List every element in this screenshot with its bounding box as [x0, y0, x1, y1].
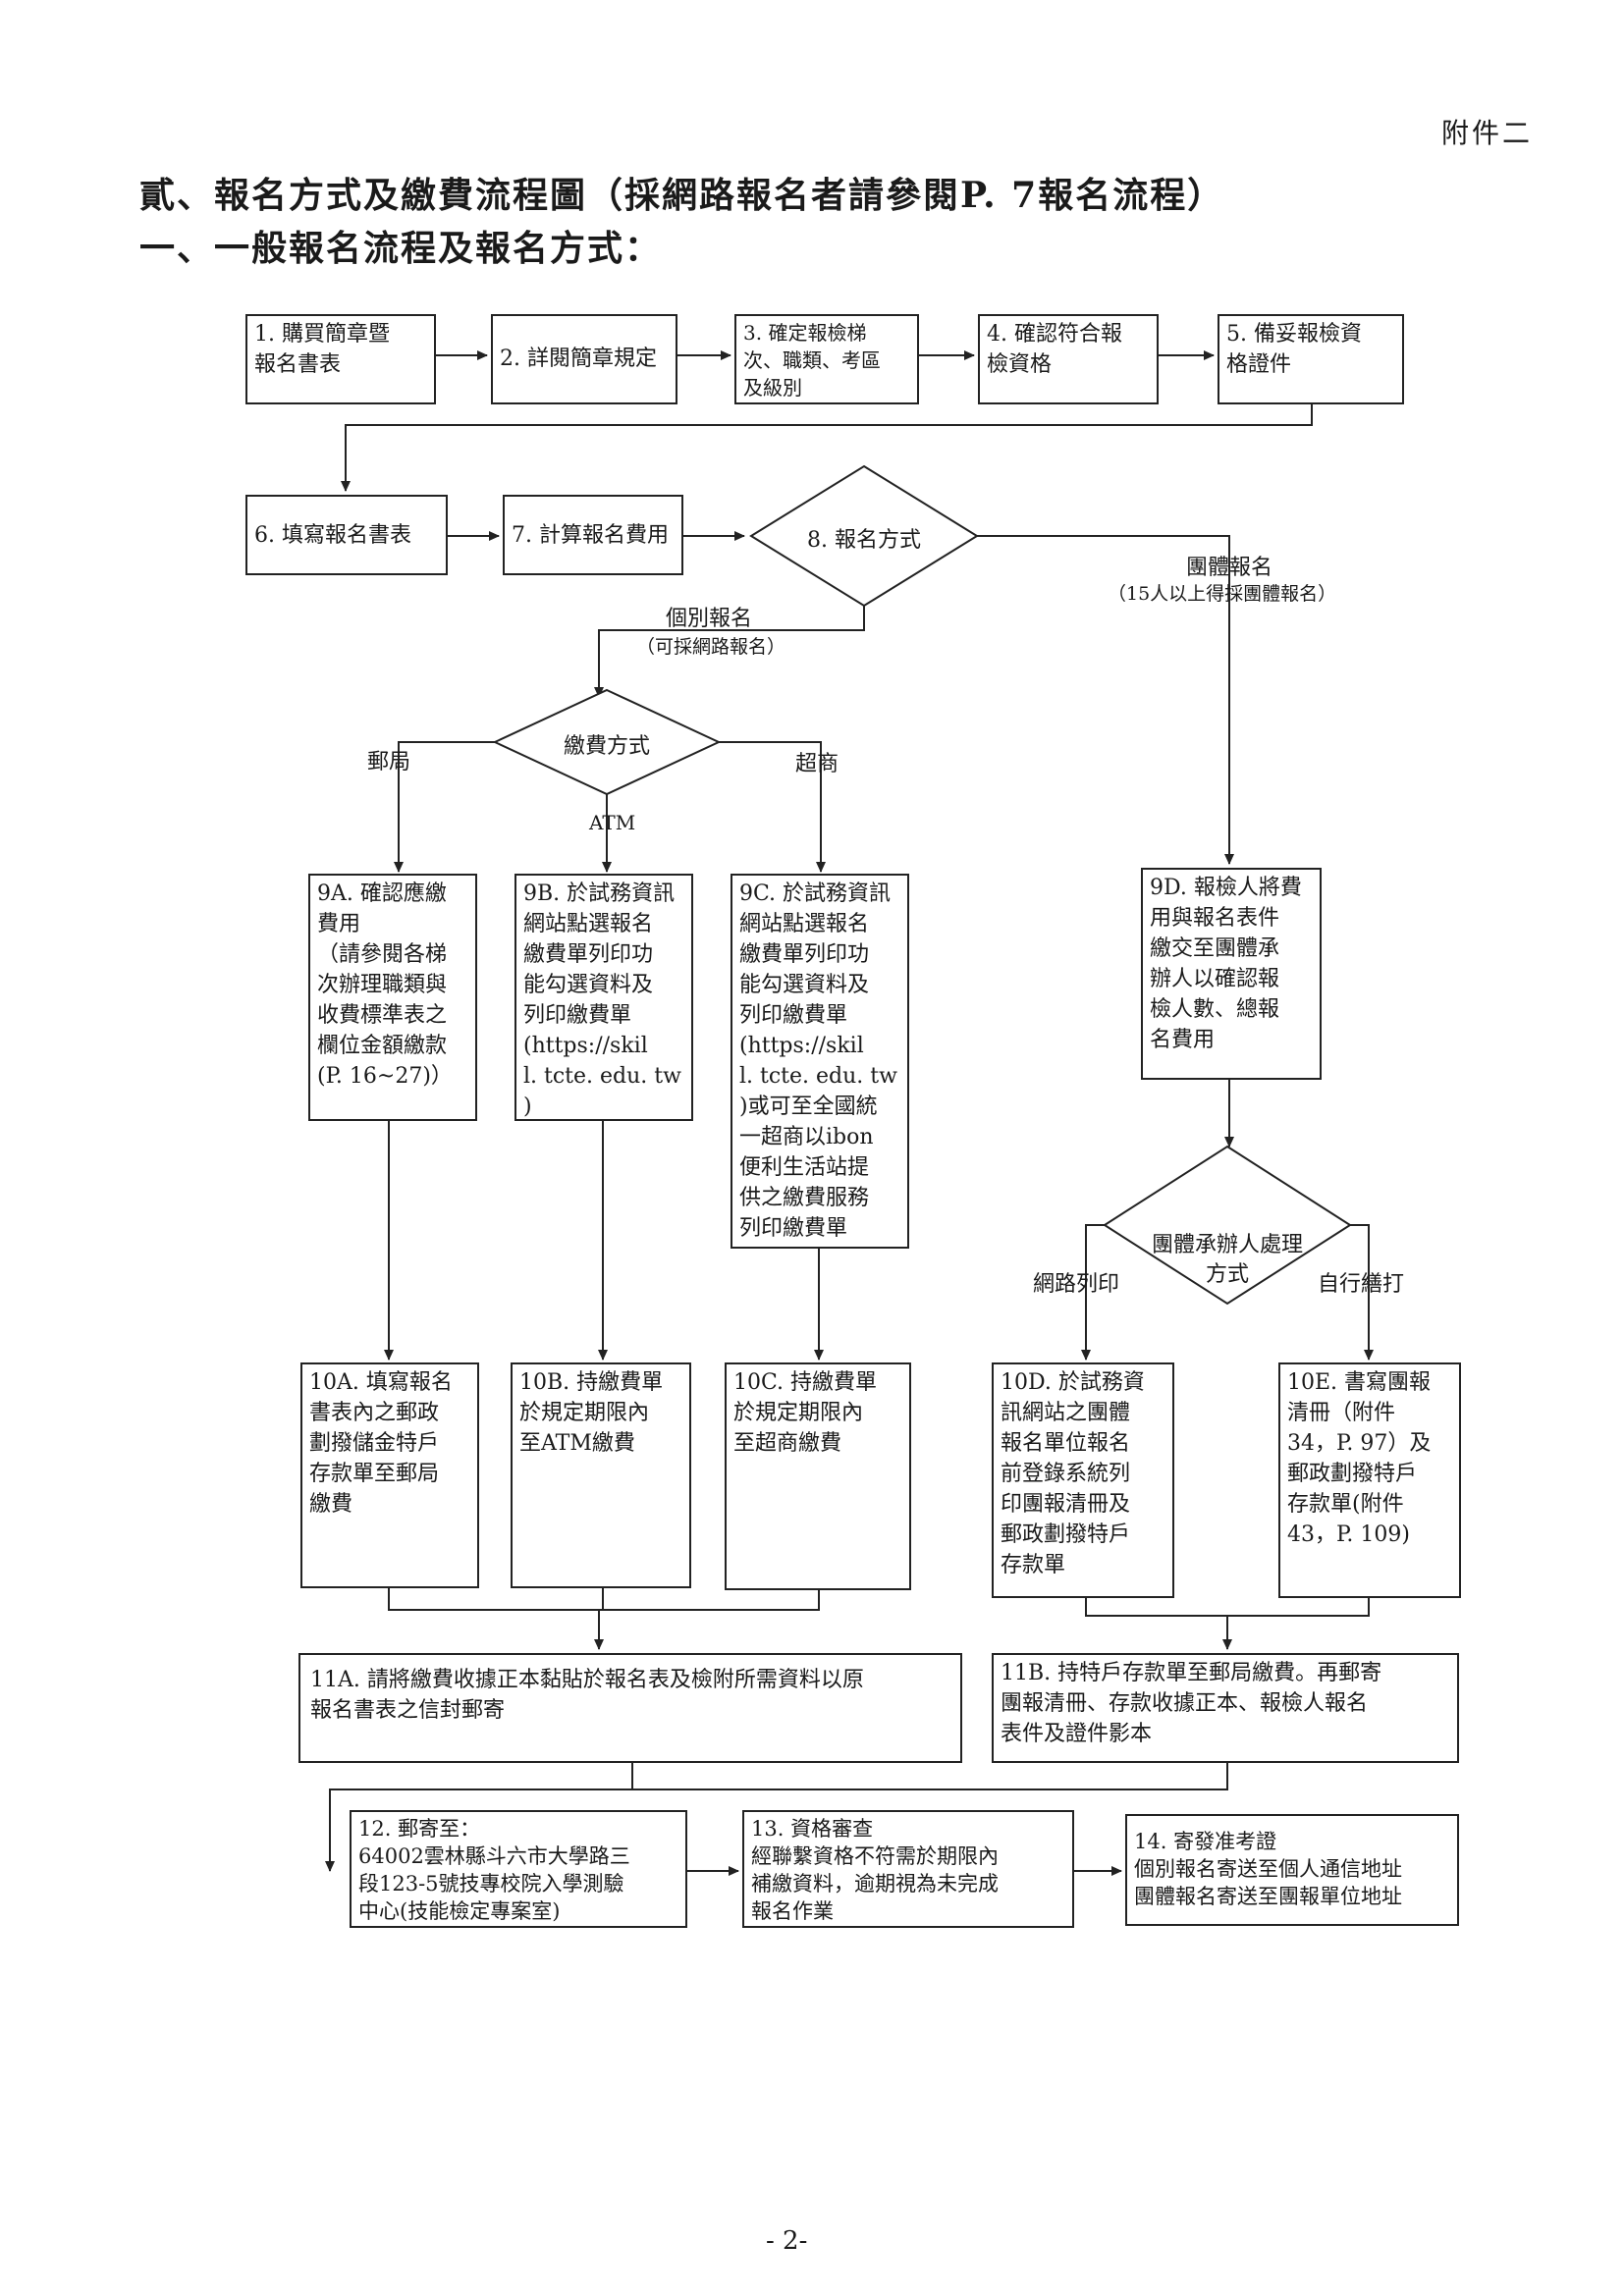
self-fill-label: 自行繕打: [1318, 1272, 1405, 1297]
step-8-diamond-label: 8. 報名方式: [776, 522, 952, 554]
step-11b-text: 11B. 持特戶存款單至郵局繳費。再郵寄 團報清冊、存款收據正本、報檢人報名 表…: [1001, 1661, 1382, 1746]
attachment-tag: 附件二: [1441, 117, 1534, 149]
step-10d-box: 10D. 於試務資 訊網站之團體 報名單位報名 前登錄系統列 印團報清冊及 郵政…: [992, 1362, 1174, 1598]
step-13-box: 13. 資格審查 經聯繫資格不符需於期限內 補繳資料，逾期視為未完成 報名作業: [742, 1810, 1074, 1928]
payment-diamond-label: 繳費方式: [530, 728, 683, 760]
step-8-text: 8. 報名方式: [807, 528, 921, 553]
step-2-text: 2. 詳閱簡章規定: [500, 347, 657, 371]
step-10b-text: 10B. 持繳費單 於規定期限內 至ATM繳費: [519, 1370, 664, 1456]
step-10d-text: 10D. 於試務資 訊網站之團體 報名單位報名 前登錄系統列 印團報清冊及 郵政…: [1001, 1370, 1145, 1577]
group-handling-diamond-label: 團體承辦人處理 方式: [1119, 1201, 1335, 1290]
step-9b-text: 9B. 於試務資訊 網站點選報名 繳費單列印功 能勾選資料及 列印繳費單 (ht…: [523, 881, 681, 1119]
step-1-box: 1. 購買簡章暨 報名書表: [245, 314, 436, 404]
group-label: 團體報名: [1186, 556, 1273, 580]
step-6-text: 6. 填寫報名書表: [254, 523, 411, 548]
step-9a-box: 9A. 確認應繳 費用 （請參閱各梯 次辦理職類與 收費標準表之 欄位金額繳款 …: [308, 874, 477, 1121]
step-4-box: 4. 確認符合報 檢資格: [978, 314, 1159, 404]
group-note: （15人以上得採團體報名）: [1108, 583, 1337, 605]
step-14-box: 14. 寄發准考證 個別報名寄送至個人通信地址 團體報名寄送至團報單位地址: [1125, 1814, 1459, 1926]
step-11b-box: 11B. 持特戶存款單至郵局繳費。再郵寄 團報清冊、存款收據正本、報檢人報名 表…: [992, 1653, 1459, 1763]
step-4-text: 4. 確認符合報 檢資格: [987, 322, 1122, 377]
step-10b-box: 10B. 持繳費單 於規定期限內 至ATM繳費: [511, 1362, 691, 1588]
step-7-box: 7. 計算報名費用: [503, 495, 683, 575]
step-13-text: 13. 資格審查 經聯繫資格不符需於期限內 補繳資料，逾期視為未完成 報名作業: [751, 1817, 999, 1923]
step-10c-box: 10C. 持繳費單 於規定期限內 至超商繳費: [725, 1362, 911, 1590]
individual-label: 個別報名: [666, 607, 753, 631]
step-9c-box: 9C. 於試務資訊 網站點選報名 繳費單列印功 能勾選資料及 列印繳費單 (ht…: [731, 874, 909, 1249]
step-12-text: 12. 郵寄至： 64002雲林縣斗六市大學路三 段123-5號技專校院入學測驗…: [358, 1817, 630, 1923]
step-9d-text: 9D. 報檢人將費 用與報名表件 繳交至團體承 辦人以確認報 檢人數、總報 名費…: [1150, 876, 1302, 1052]
step-1-text: 1. 購買簡章暨 報名書表: [254, 322, 390, 377]
step-5-text: 5. 備妥報檢資 格證件: [1226, 322, 1362, 377]
step-9d-box: 9D. 報檢人將費 用與報名表件 繳交至團體承 辦人以確認報 檢人數、總報 名費…: [1141, 868, 1322, 1080]
step-12-box: 12. 郵寄至： 64002雲林縣斗六市大學路三 段123-5號技專校院入學測驗…: [350, 1810, 687, 1928]
step-2-box: 2. 詳閱簡章規定: [491, 314, 677, 404]
section-title: 貳、報名方式及繳費流程圖（採網路報名者請參閱P. 7報名流程）: [139, 175, 1225, 216]
store-label: 超商: [795, 752, 839, 776]
step-3-box: 3. 確定報檢梯 次、職類、考區 及級別: [734, 314, 919, 404]
payment-method-text: 繳費方式: [563, 734, 650, 759]
step-11a-box: 11A. 請將繳費收據正本黏貼於報名表及檢附所需資料以原 報名書表之信封郵寄: [298, 1653, 962, 1763]
online-print-label: 網路列印: [1033, 1272, 1120, 1297]
page-number: - 2-: [766, 2226, 808, 2256]
step-10a-text: 10A. 填寫報名 書表內之郵政 劃撥儲金特戶 存款單至郵局 繳費: [309, 1370, 453, 1517]
step-10a-box: 10A. 填寫報名 書表內之郵政 劃撥儲金特戶 存款單至郵局 繳費: [300, 1362, 479, 1588]
step-3-text: 3. 確定報檢梯 次、職類、考區 及級別: [743, 321, 881, 400]
group-handling-text: 團體承辦人處理 方式: [1151, 1233, 1303, 1287]
individual-note: （可採網路報名）: [636, 636, 786, 658]
step-10e-text: 10E. 書寫團報 清冊（附件 34，P. 97）及 郵政劃撥特戶 存款單(附件…: [1287, 1370, 1432, 1547]
subsection-title: 一、一般報名流程及報名方式：: [139, 228, 663, 269]
step-6-box: 6. 填寫報名書表: [245, 495, 448, 575]
atm-label: ATM: [589, 811, 636, 834]
step-9b-box: 9B. 於試務資訊 網站點選報名 繳費單列印功 能勾選資料及 列印繳費單 (ht…: [514, 874, 693, 1121]
post-office-label: 郵局: [367, 750, 411, 774]
step-7-text: 7. 計算報名費用: [512, 523, 669, 548]
step-10c-text: 10C. 持繳費單 於規定期限內 至超商繳費: [733, 1370, 878, 1456]
step-9c-text: 9C. 於試務資訊 網站點選報名 繳費單列印功 能勾選資料及 列印繳費單 (ht…: [739, 881, 897, 1241]
step-9a-text: 9A. 確認應繳 費用 （請參閱各梯 次辦理職類與 收費標準表之 欄位金額繳款 …: [317, 881, 453, 1089]
step-5-box: 5. 備妥報檢資 格證件: [1218, 314, 1404, 404]
step-11a-text: 11A. 請將繳費收據正本黏貼於報名表及檢附所需資料以原 報名書表之信封郵寄: [310, 1668, 864, 1723]
step-10e-box: 10E. 書寫團報 清冊（附件 34，P. 97）及 郵政劃撥特戶 存款單(附件…: [1278, 1362, 1461, 1598]
step-14-text: 14. 寄發准考證 個別報名寄送至個人通信地址 團體報名寄送至團報單位地址: [1134, 1830, 1402, 1908]
